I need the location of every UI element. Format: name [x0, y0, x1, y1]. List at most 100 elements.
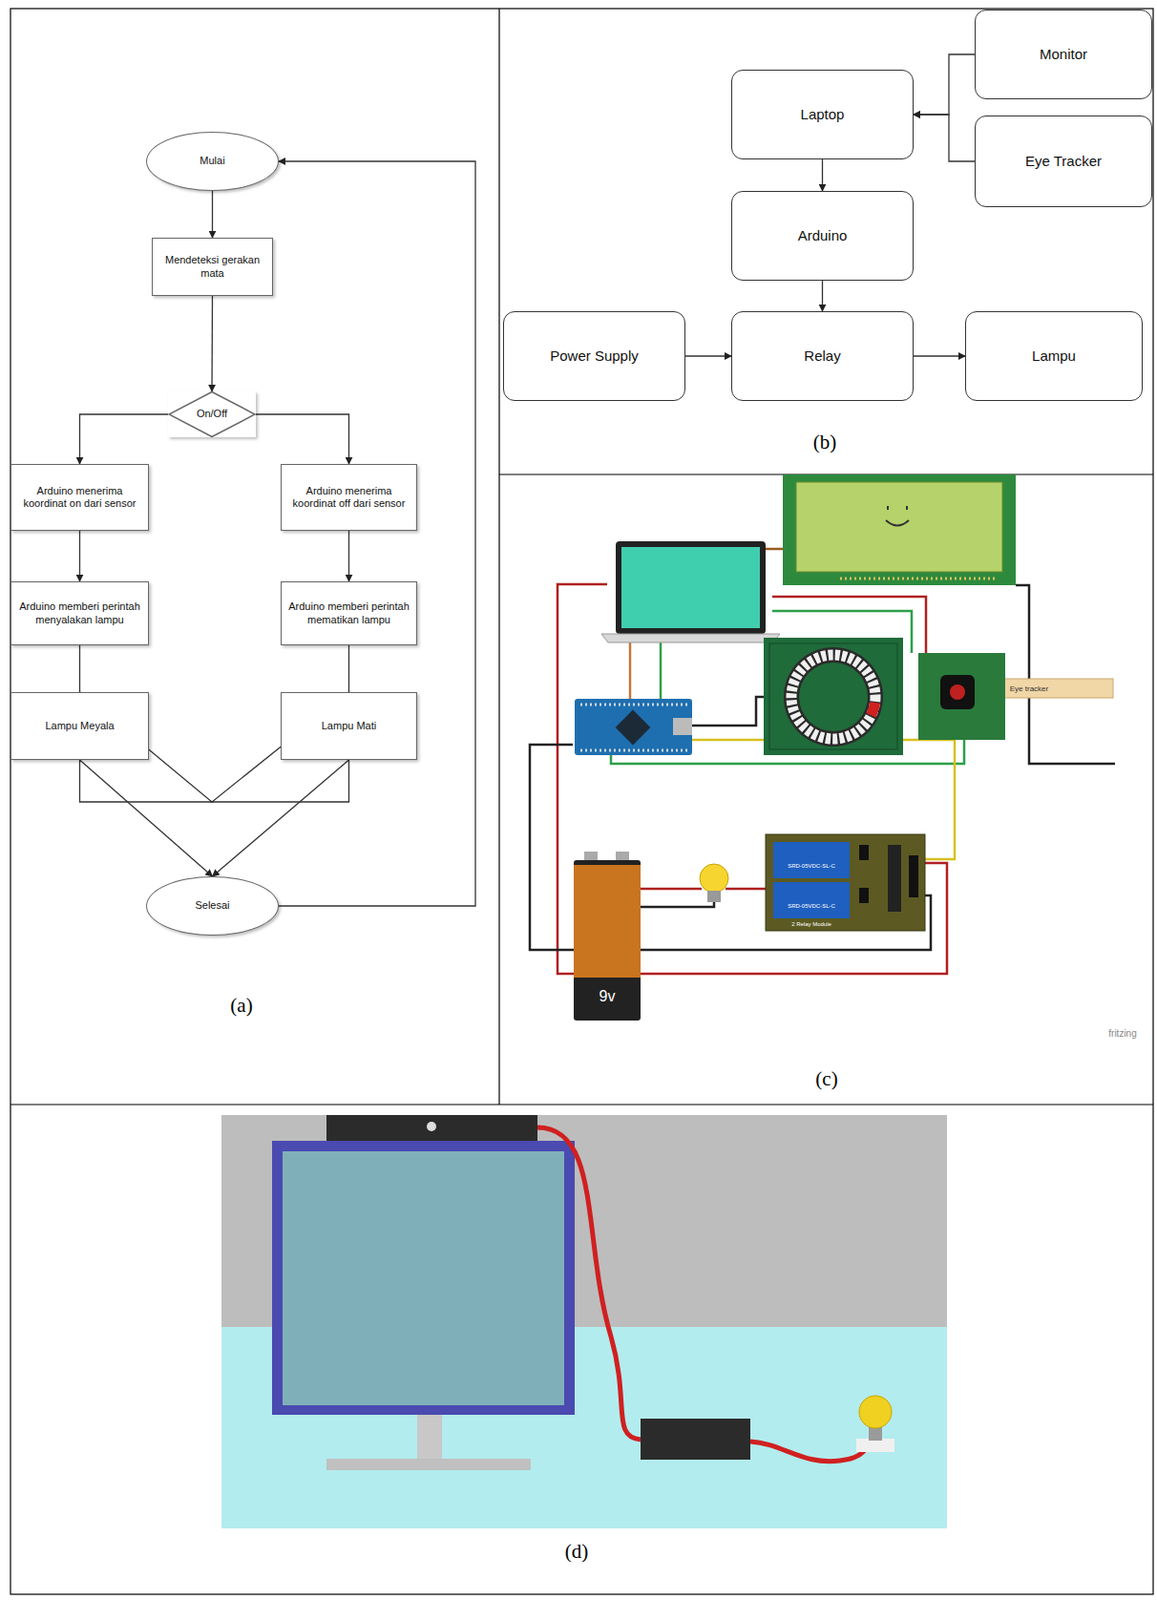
- node-text: Arduino memberi perintah mematikan lampu: [281, 600, 417, 626]
- node-text: Arduino memberi perintah menyalakan lamp…: [11, 600, 148, 626]
- connector-arrow: [821, 280, 823, 312]
- wiring-illustration-part: [1107, 762, 1115, 766]
- wiring-illustration-part: [699, 863, 729, 893]
- setup-illustration-part: [750, 1441, 869, 1462]
- wiring-illustration-part: [791, 654, 876, 739]
- wiring-illustration-part: [659, 642, 663, 699]
- node-text: Laptop: [795, 105, 851, 124]
- wiring-illustration-part: [859, 887, 869, 904]
- connector-arrow: [821, 159, 823, 191]
- wiring-illustration-part: [949, 684, 966, 700]
- part-label: Eye tracker: [1009, 684, 1049, 694]
- node-text: Lampu: [1026, 347, 1082, 365]
- connector-arrow: [212, 759, 350, 877]
- wiring-illustration-part: [601, 633, 780, 643]
- block-box: Lampu: [965, 311, 1143, 401]
- wiring-illustration-part: [673, 717, 693, 736]
- wiring-illustration-part: [887, 844, 902, 912]
- setup-illustration-part: [272, 1140, 575, 1415]
- wiring-illustration-part: [574, 698, 693, 756]
- wiring-illustration-part: [640, 902, 715, 907]
- wiring-illustration-part: [584, 851, 598, 862]
- part-label: 9v: [599, 988, 616, 1006]
- setup-illustration-part: [640, 1418, 751, 1460]
- process-box: Arduino memberi perintah mematikan lampu: [280, 581, 418, 646]
- wiring-illustration-part: [992, 678, 1114, 698]
- wiring-illustration-part: [621, 546, 760, 629]
- wiring-illustration-part: [615, 541, 766, 634]
- connector-arrow: [913, 355, 966, 357]
- connector-layer: [80, 54, 976, 906]
- watermark: fritzing: [1108, 1028, 1136, 1039]
- connector-arrow: [80, 414, 169, 464]
- setup-illustration-part: [537, 1127, 641, 1440]
- process-box: Lampu Meyala: [10, 692, 149, 760]
- wiring-illustration-part: [615, 851, 630, 862]
- wiring-illustration: [529, 474, 1115, 1021]
- wiring-illustration-part: [799, 662, 868, 732]
- wiring-illustration-part: [940, 674, 975, 710]
- panel-label: (a): [230, 993, 253, 1018]
- wiring-illustration-part: [782, 474, 1016, 586]
- wiring-illustration-part: [791, 654, 876, 739]
- node-text: Power Supply: [544, 347, 645, 365]
- diamond-shape: [168, 391, 255, 437]
- connector-arrow: [685, 355, 732, 357]
- connector-arrow: [278, 161, 476, 906]
- block-box: Monitor: [974, 9, 1153, 100]
- wiring-illustration-part: [840, 577, 998, 581]
- connector-arrow: [80, 759, 213, 877]
- process-box: Mendeteksi gerakan mata: [151, 237, 274, 296]
- connector-arrow: [211, 190, 213, 238]
- node-text: Mulai: [193, 154, 231, 168]
- table-grid-part: [10, 1103, 1154, 1105]
- wiring-illustration-part: [885, 505, 909, 526]
- wiring-illustration-part: [908, 855, 919, 898]
- setup-illustration-part: [856, 1438, 895, 1452]
- connector-arrow: [913, 114, 975, 162]
- decision-diamond: On/Off: [168, 391, 256, 438]
- wiring-illustration-part: [629, 642, 632, 699]
- wiring-illustration-part: [615, 710, 652, 746]
- connector-arrow: [348, 530, 350, 582]
- part-label: SRD-05VDC-SL-C: [787, 903, 836, 909]
- node-text: Relay: [798, 347, 846, 365]
- node-text: Arduino menerima koordinat off dari sens…: [281, 484, 417, 510]
- block-box: Relay: [731, 311, 914, 401]
- node-text: Arduino menerima koordinat on dari senso…: [11, 484, 148, 510]
- wiring-illustration-part: [707, 890, 721, 903]
- table-grid-part: [10, 8, 1154, 1595]
- table-grid-part: [498, 8, 500, 1105]
- setup-illustration-part: [282, 1151, 565, 1406]
- wiring-illustration-part: [725, 887, 766, 891]
- panel-label: (b): [813, 430, 838, 455]
- node-text: Selesai: [189, 899, 235, 912]
- wiring-illustration-part: [763, 637, 904, 756]
- wiring-illustration-part: [796, 482, 1003, 572]
- table-grid: [10, 8, 1154, 1595]
- connector-arrow: [255, 414, 350, 464]
- panel-label: (c): [815, 1067, 838, 1092]
- node-text: Mendeteksi gerakan mata: [152, 253, 273, 279]
- block-box: Arduino: [731, 190, 914, 281]
- wiring-illustration-part: [1015, 585, 1108, 764]
- wiring-illustration-part: [580, 704, 688, 751]
- block-box: Power Supply: [503, 311, 686, 401]
- process-box: Lampu Mati: [280, 692, 418, 760]
- start-terminal: Mulai: [146, 131, 279, 191]
- node-text: On/Off: [190, 407, 233, 421]
- block-box: Eye Tracker: [974, 115, 1153, 208]
- setup-illustration-part: [326, 1458, 531, 1471]
- wiring-illustration-part: [769, 643, 898, 750]
- wiring-illustration-part: [918, 652, 1006, 740]
- wiring-illustration-part: [859, 844, 869, 861]
- connector-arrow: [79, 530, 81, 582]
- node-text: Eye Tracker: [1019, 152, 1108, 170]
- connector-arrow: [913, 54, 975, 115]
- wiring-illustration-part: [765, 834, 926, 931]
- wiring-illustration-part: [773, 882, 850, 919]
- part-label: 2 Relay Module: [791, 921, 832, 927]
- setup-illustration-part: [426, 1121, 437, 1132]
- setup-illustration: [221, 1114, 947, 1529]
- panel-label: (d): [565, 1539, 590, 1564]
